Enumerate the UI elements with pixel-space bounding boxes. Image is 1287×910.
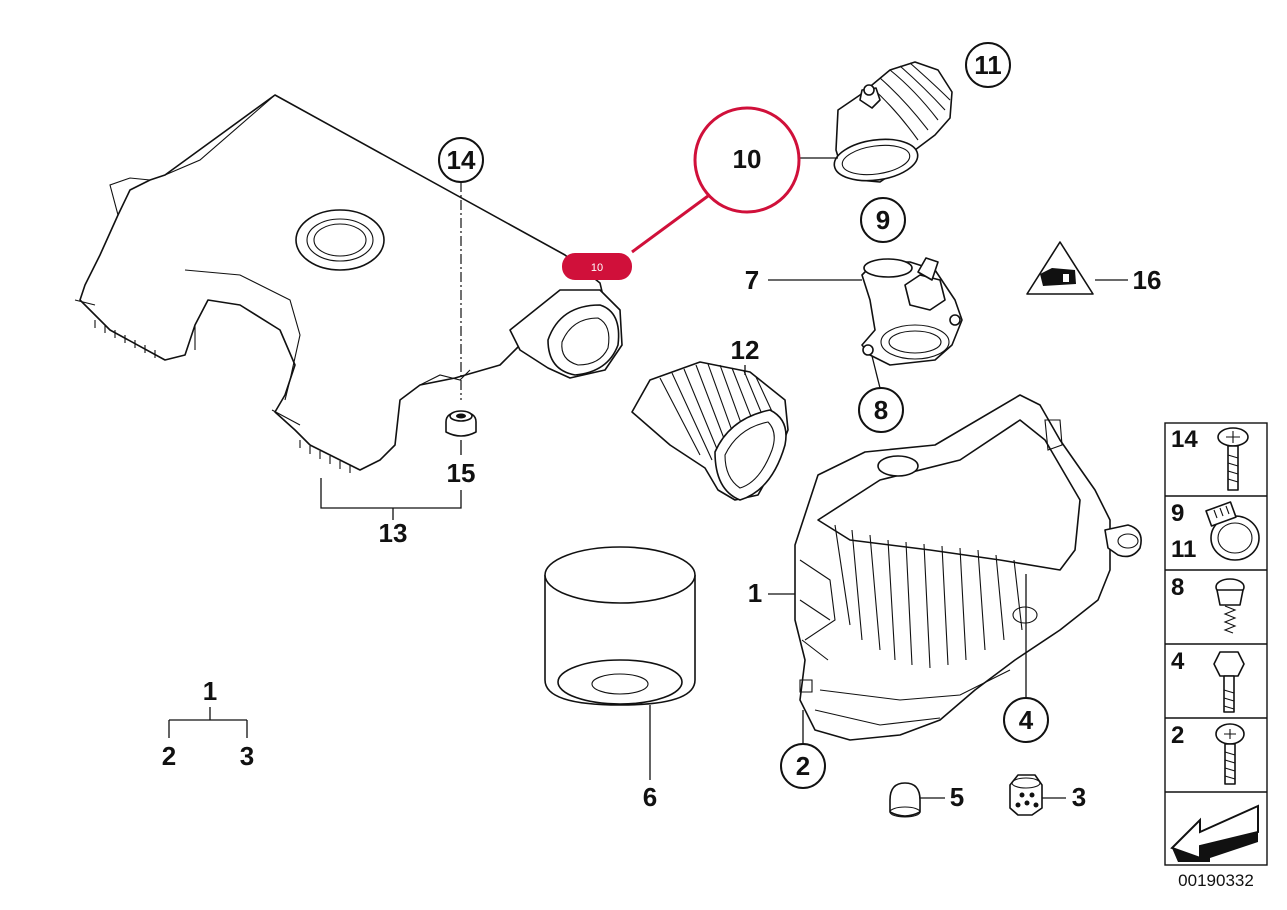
grommet-part-15[interactable] bbox=[445, 410, 477, 437]
tree-callout-1[interactable]: 1 bbox=[203, 676, 217, 706]
callout-2-housing-label: 2 bbox=[796, 751, 810, 781]
rubber-mount-part-3[interactable] bbox=[1009, 774, 1043, 816]
screw-8-icon[interactable] bbox=[1215, 578, 1245, 634]
callout-1-housing[interactable]: 1 bbox=[748, 578, 762, 608]
callout-9[interactable]: 9 bbox=[860, 197, 906, 243]
callout-3-mount[interactable]: 3 bbox=[1072, 782, 1086, 812]
side-panel-label-2: 2 bbox=[1171, 722, 1184, 749]
fastener-side-panel: 14 9 11 8 4 2 bbox=[1164, 422, 1268, 866]
callout-10-highlighted[interactable]: 10 bbox=[631, 106, 801, 254]
callout-11[interactable]: 11 bbox=[965, 42, 1011, 88]
side-panel-label-9: 9 bbox=[1171, 500, 1184, 527]
screw-14-icon[interactable] bbox=[1217, 427, 1249, 491]
air-mass-sensor-part-7[interactable] bbox=[861, 257, 963, 366]
callout-8[interactable]: 8 bbox=[858, 387, 904, 433]
callout-13[interactable]: 13 bbox=[379, 518, 408, 548]
callout-5[interactable]: 5 bbox=[950, 782, 964, 812]
bolt-4-icon[interactable] bbox=[1213, 651, 1245, 713]
tree-callout-3[interactable]: 3 bbox=[240, 741, 254, 771]
callout-10-label: 10 bbox=[733, 144, 762, 174]
callout-9-label: 9 bbox=[876, 205, 890, 235]
tree-callout-2[interactable]: 2 bbox=[162, 741, 176, 771]
highlight-badge-10[interactable]: 10 bbox=[562, 253, 632, 280]
callout-12[interactable]: 12 bbox=[731, 335, 760, 365]
hose-clamp-icon[interactable] bbox=[1205, 501, 1260, 561]
cap-part-5[interactable] bbox=[889, 782, 921, 818]
warning-label-part-16[interactable] bbox=[1026, 241, 1094, 295]
highlight-badge-label: 10 bbox=[591, 262, 603, 274]
side-panel-label-8: 8 bbox=[1171, 574, 1184, 601]
callout-11-label: 11 bbox=[974, 50, 1002, 80]
air-filter-part-6[interactable] bbox=[544, 546, 696, 706]
callout-2-housing[interactable]: 2 bbox=[780, 743, 826, 789]
side-panel-label-14: 14 bbox=[1171, 426, 1198, 453]
callout-16[interactable]: 16 bbox=[1133, 265, 1162, 295]
screw-2-icon[interactable] bbox=[1215, 723, 1245, 785]
intake-bellows-part-12[interactable] bbox=[631, 361, 789, 501]
diagram-reference-number: 00190332 bbox=[1178, 871, 1254, 890]
intake-silencer-housing-part-1[interactable] bbox=[794, 394, 1142, 741]
callout-15[interactable]: 15 bbox=[447, 458, 476, 488]
callout-14[interactable]: 14 bbox=[438, 137, 484, 183]
callout-4[interactable]: 4 bbox=[1003, 697, 1049, 743]
callout-4-label: 4 bbox=[1019, 705, 1034, 735]
callout-8-label: 8 bbox=[874, 395, 888, 425]
callout-6[interactable]: 6 bbox=[643, 782, 657, 812]
intake-cover-part-13[interactable] bbox=[74, 94, 623, 473]
side-panel-label-4: 4 bbox=[1171, 648, 1185, 675]
rubber-boot-part-11[interactable] bbox=[832, 61, 953, 186]
arrow-icon bbox=[1170, 804, 1259, 862]
side-panel-label-11: 11 bbox=[1171, 536, 1196, 563]
callout-14-label: 14 bbox=[447, 145, 476, 175]
callout-7[interactable]: 7 bbox=[745, 265, 759, 295]
